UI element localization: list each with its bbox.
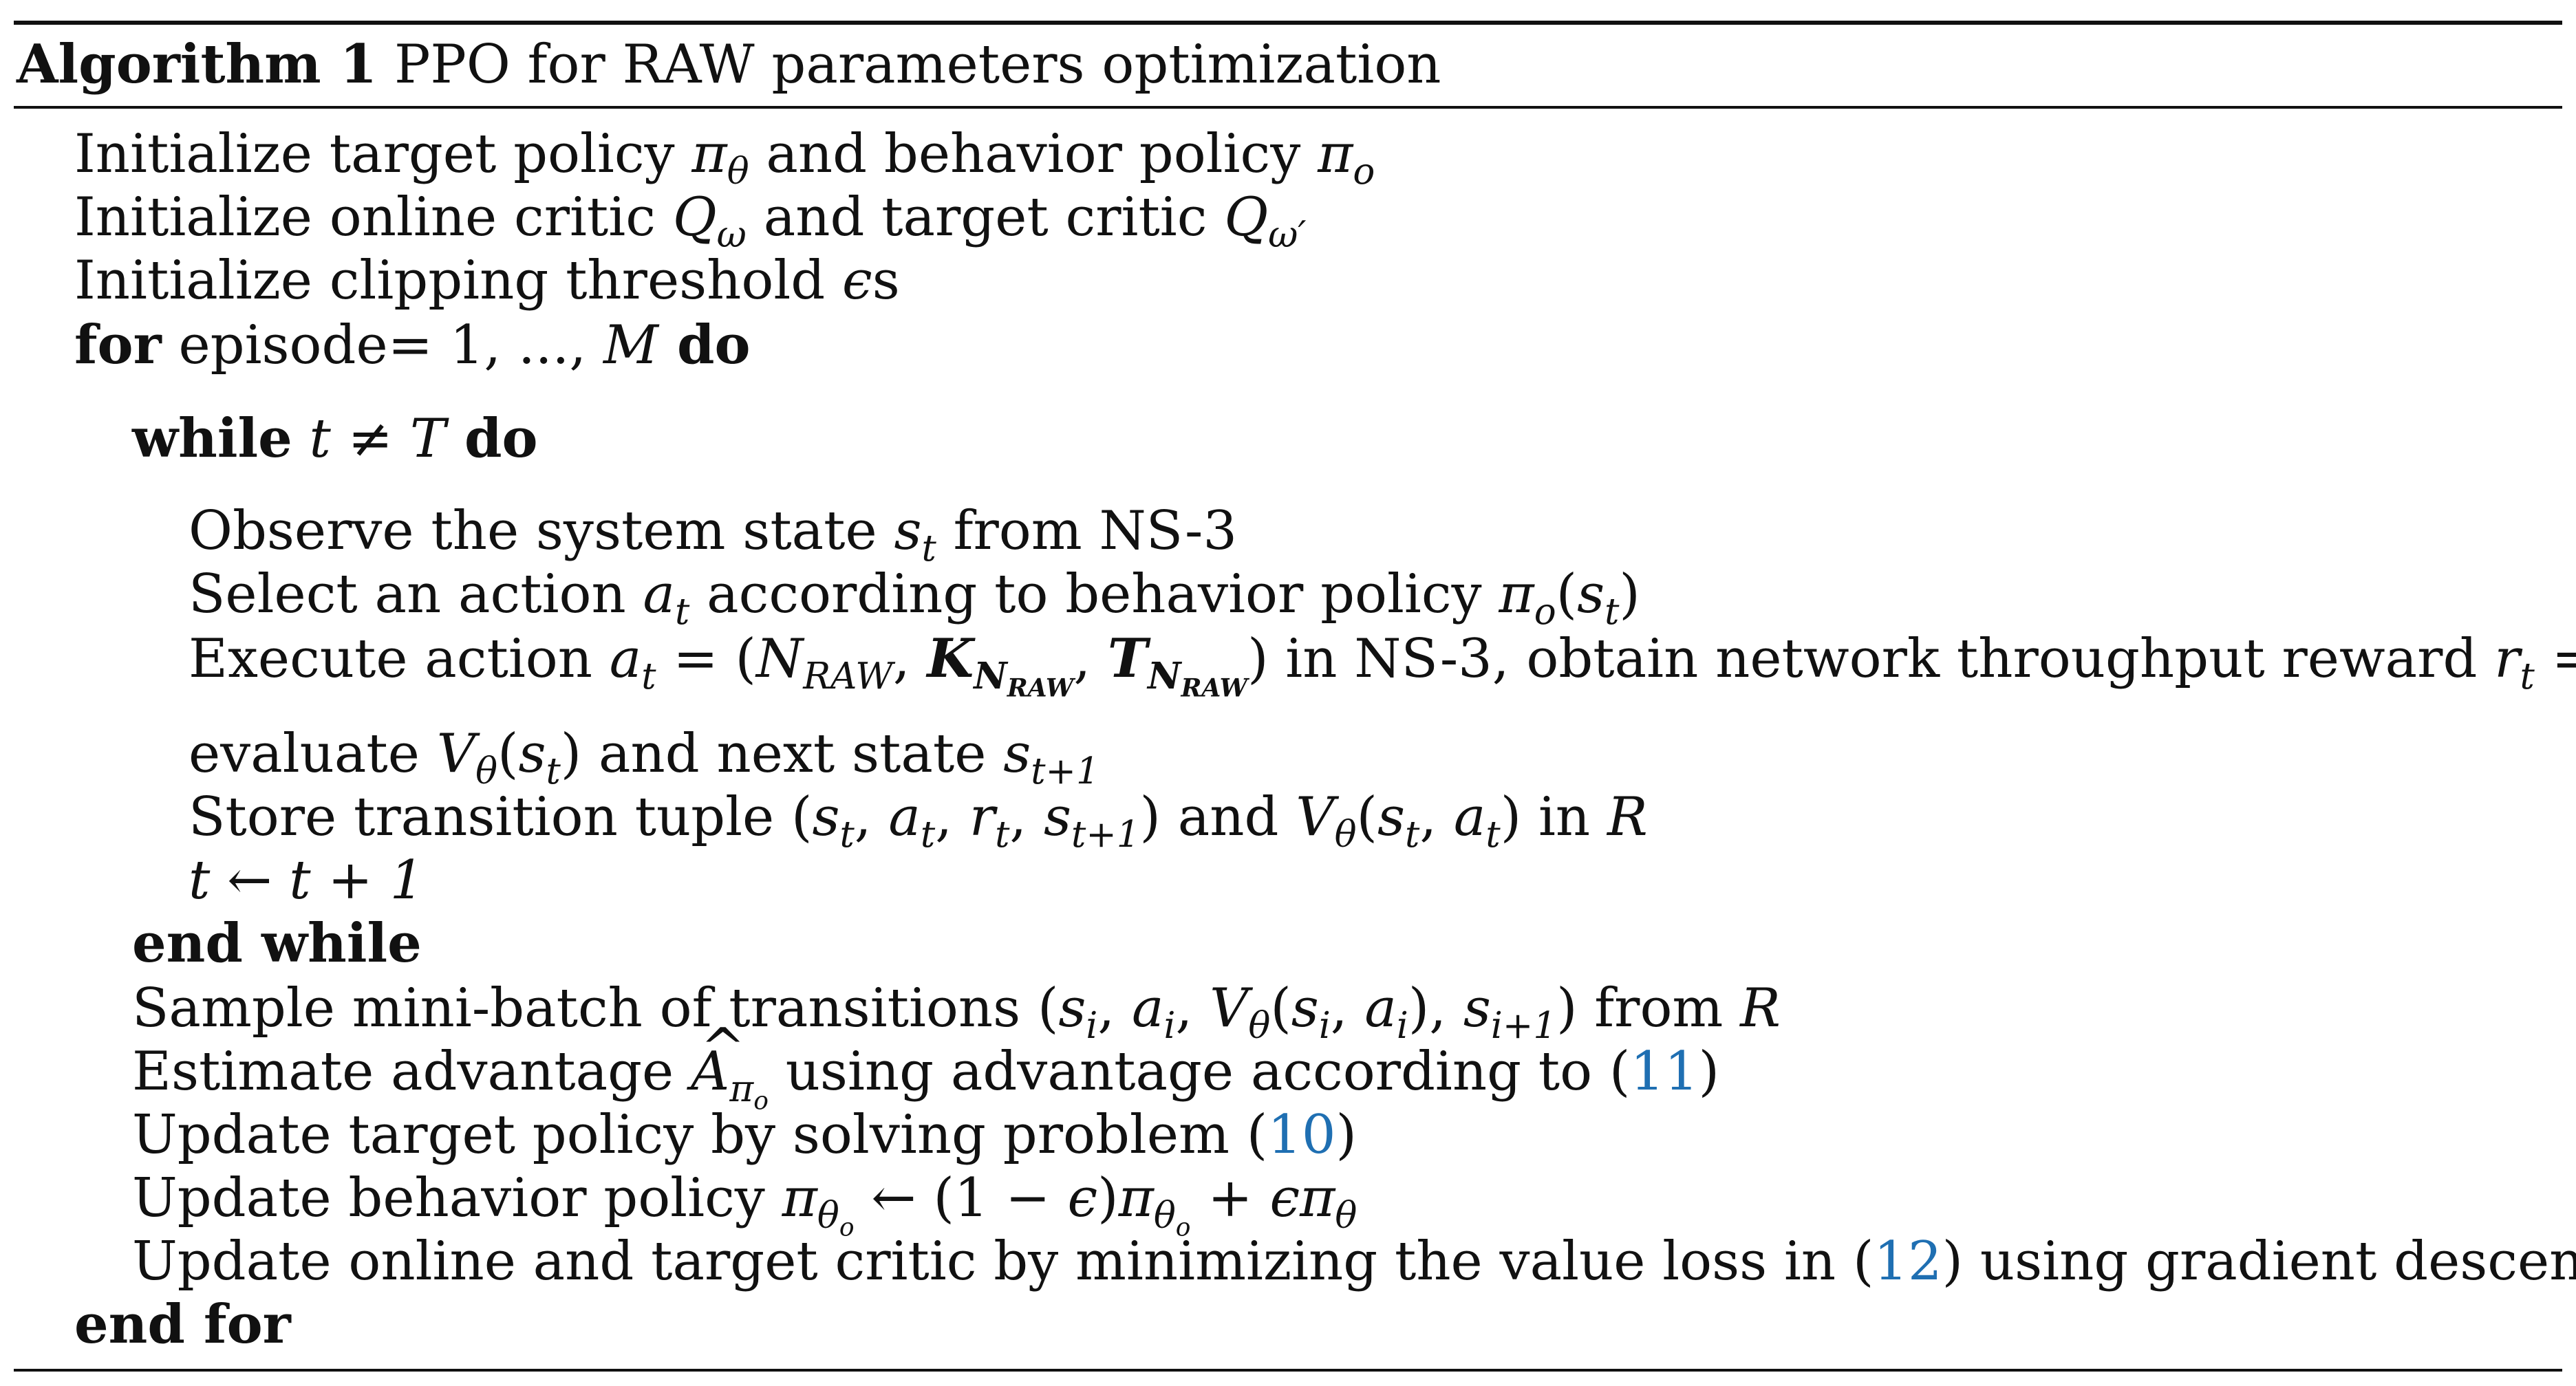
text: Initialize target policy [74, 123, 692, 185]
top-rule [14, 21, 2562, 25]
text: and target critic [746, 186, 1225, 248]
math-pi-o: πo [1318, 123, 1375, 193]
text: evaluate [189, 723, 437, 785]
text: Update target policy by solving problem … [132, 1104, 1268, 1166]
algorithm-title: PPO for RAW parameters optimization [394, 34, 1441, 96]
line-init-policy: Initialize target policy πθ and behavior… [74, 122, 1375, 193]
math-reward: rt = Ut, [2494, 628, 2576, 697]
bottom-rule [14, 1369, 2562, 1372]
text: in [1521, 786, 1607, 848]
math-increment: t ← t + 1 [189, 849, 425, 911]
math-advantage-hat: Aπo [691, 1017, 769, 1114]
text: in NS-3, obtain network throughput rewar… [1268, 628, 2495, 690]
line-while-loop: while t ≠ T do [132, 407, 538, 470]
math-while-condition: t ≠ T [292, 408, 446, 470]
text: Update online and target critic by minim… [132, 1231, 1874, 1292]
algorithm-caption: Algorithm 1 PPO for RAW parameters optim… [17, 30, 1441, 99]
text: Store transition tuple [189, 786, 792, 848]
text: from NS-3 [936, 500, 1238, 562]
math-v-theta: Vθ(st) [436, 723, 582, 792]
line-sample: Sample mini-batch of transitions (si, ai… [132, 977, 1781, 1047]
math-behavior-update: πθo ← (1 − ϵ)πθo + ϵπθ [782, 1167, 1357, 1242]
equation-ref-11[interactable]: 11 [1630, 1041, 1699, 1103]
math-pi-theta: πθ [691, 123, 749, 193]
text: from [1577, 977, 1741, 1039]
keyword-do: do [658, 314, 751, 376]
math-m: M [603, 314, 658, 376]
text: Update behavior policy [132, 1167, 782, 1229]
line-estimate: Estimate advantage Aπo using advantage a… [132, 1017, 1720, 1114]
caption-rule [14, 106, 2562, 109]
text: and next state [581, 723, 1004, 785]
line-execute: Execute action at = (NRAW, KNRAW, TNRAW)… [189, 627, 2576, 703]
line-update-critic: Update online and target critic by minim… [132, 1230, 2576, 1293]
math-transition-tuple: (st, at, rt, st+1) [791, 786, 1161, 856]
equation-ref-10[interactable]: 10 [1267, 1104, 1336, 1166]
keyword-do: do [445, 407, 538, 470]
math-s-t: st [894, 500, 936, 570]
text: according to behavior policy [689, 563, 1499, 625]
math-v-theta-sa: Vθ(st, at) [1296, 786, 1522, 856]
keyword-while: while [132, 407, 292, 470]
line-end-for: end for [74, 1293, 291, 1356]
keyword-for: for [74, 314, 162, 376]
algorithm-number: Algorithm 1 [17, 33, 378, 96]
math-epsilon: ϵ [842, 250, 872, 312]
line-for-loop: for episode= 1, ..., M do [74, 314, 751, 377]
math-q-omega-prime: Qω′ [1224, 186, 1307, 256]
keyword-end-for: end for [74, 1293, 291, 1356]
text: episode= 1, ..., [161, 314, 603, 376]
text: Initialize clipping threshold [74, 250, 842, 312]
math-a-t: at [643, 563, 690, 633]
text: ) using gradient descent [1942, 1231, 2576, 1292]
text: ) [1335, 1104, 1357, 1166]
math-r-buffer: R [1740, 977, 1781, 1039]
text: ) [1698, 1041, 1720, 1103]
equation-ref-12[interactable]: 12 [1874, 1231, 1942, 1292]
text: Execute action [189, 628, 610, 690]
math-pi-o-of-s: πo [1499, 563, 1556, 633]
line-evaluate: evaluate Vθ(st) and next state st+1 [189, 722, 1099, 792]
math-q-omega: Qω [672, 186, 747, 256]
line-increment: t ← t + 1 [189, 849, 424, 912]
text: Estimate advantage [132, 1041, 691, 1103]
line-store: Store transition tuple (st, at, rt, st+1… [189, 786, 1648, 856]
math-r-buffer: R [1607, 786, 1648, 848]
math-action-tuple: at = (NRAW, KNRAW, TNRAW) [609, 627, 1269, 703]
text: Sample mini-batch of transitions [132, 977, 1038, 1039]
line-init-critic: Initialize online critic Qω and target c… [74, 186, 1307, 256]
math-s-t-plus-1: st+1 [1003, 723, 1099, 792]
text: and behavior policy [749, 123, 1318, 185]
line-observe: Observe the system state st from NS-3 [189, 499, 1238, 570]
line-update-target: Update target policy by solving problem … [132, 1103, 1357, 1167]
text: Observe the system state [189, 500, 894, 562]
text: and [1160, 786, 1296, 848]
line-select: Select an action at according to behavio… [189, 563, 1640, 633]
text: Select an action [189, 563, 643, 625]
line-end-while: end while [132, 912, 422, 975]
text: using advantage according to ( [768, 1041, 1631, 1103]
line-update-behavior: Update behavior policy πθo ← (1 − ϵ)πθo … [132, 1167, 1357, 1242]
text: Initialize online critic [74, 186, 673, 248]
text: s [872, 250, 900, 312]
math-minibatch-tuple: (si, ai, Vθ(si, ai), si+1) [1037, 977, 1578, 1047]
line-init-clip: Initialize clipping threshold ϵs [74, 249, 900, 312]
keyword-end-while: end while [132, 912, 422, 975]
